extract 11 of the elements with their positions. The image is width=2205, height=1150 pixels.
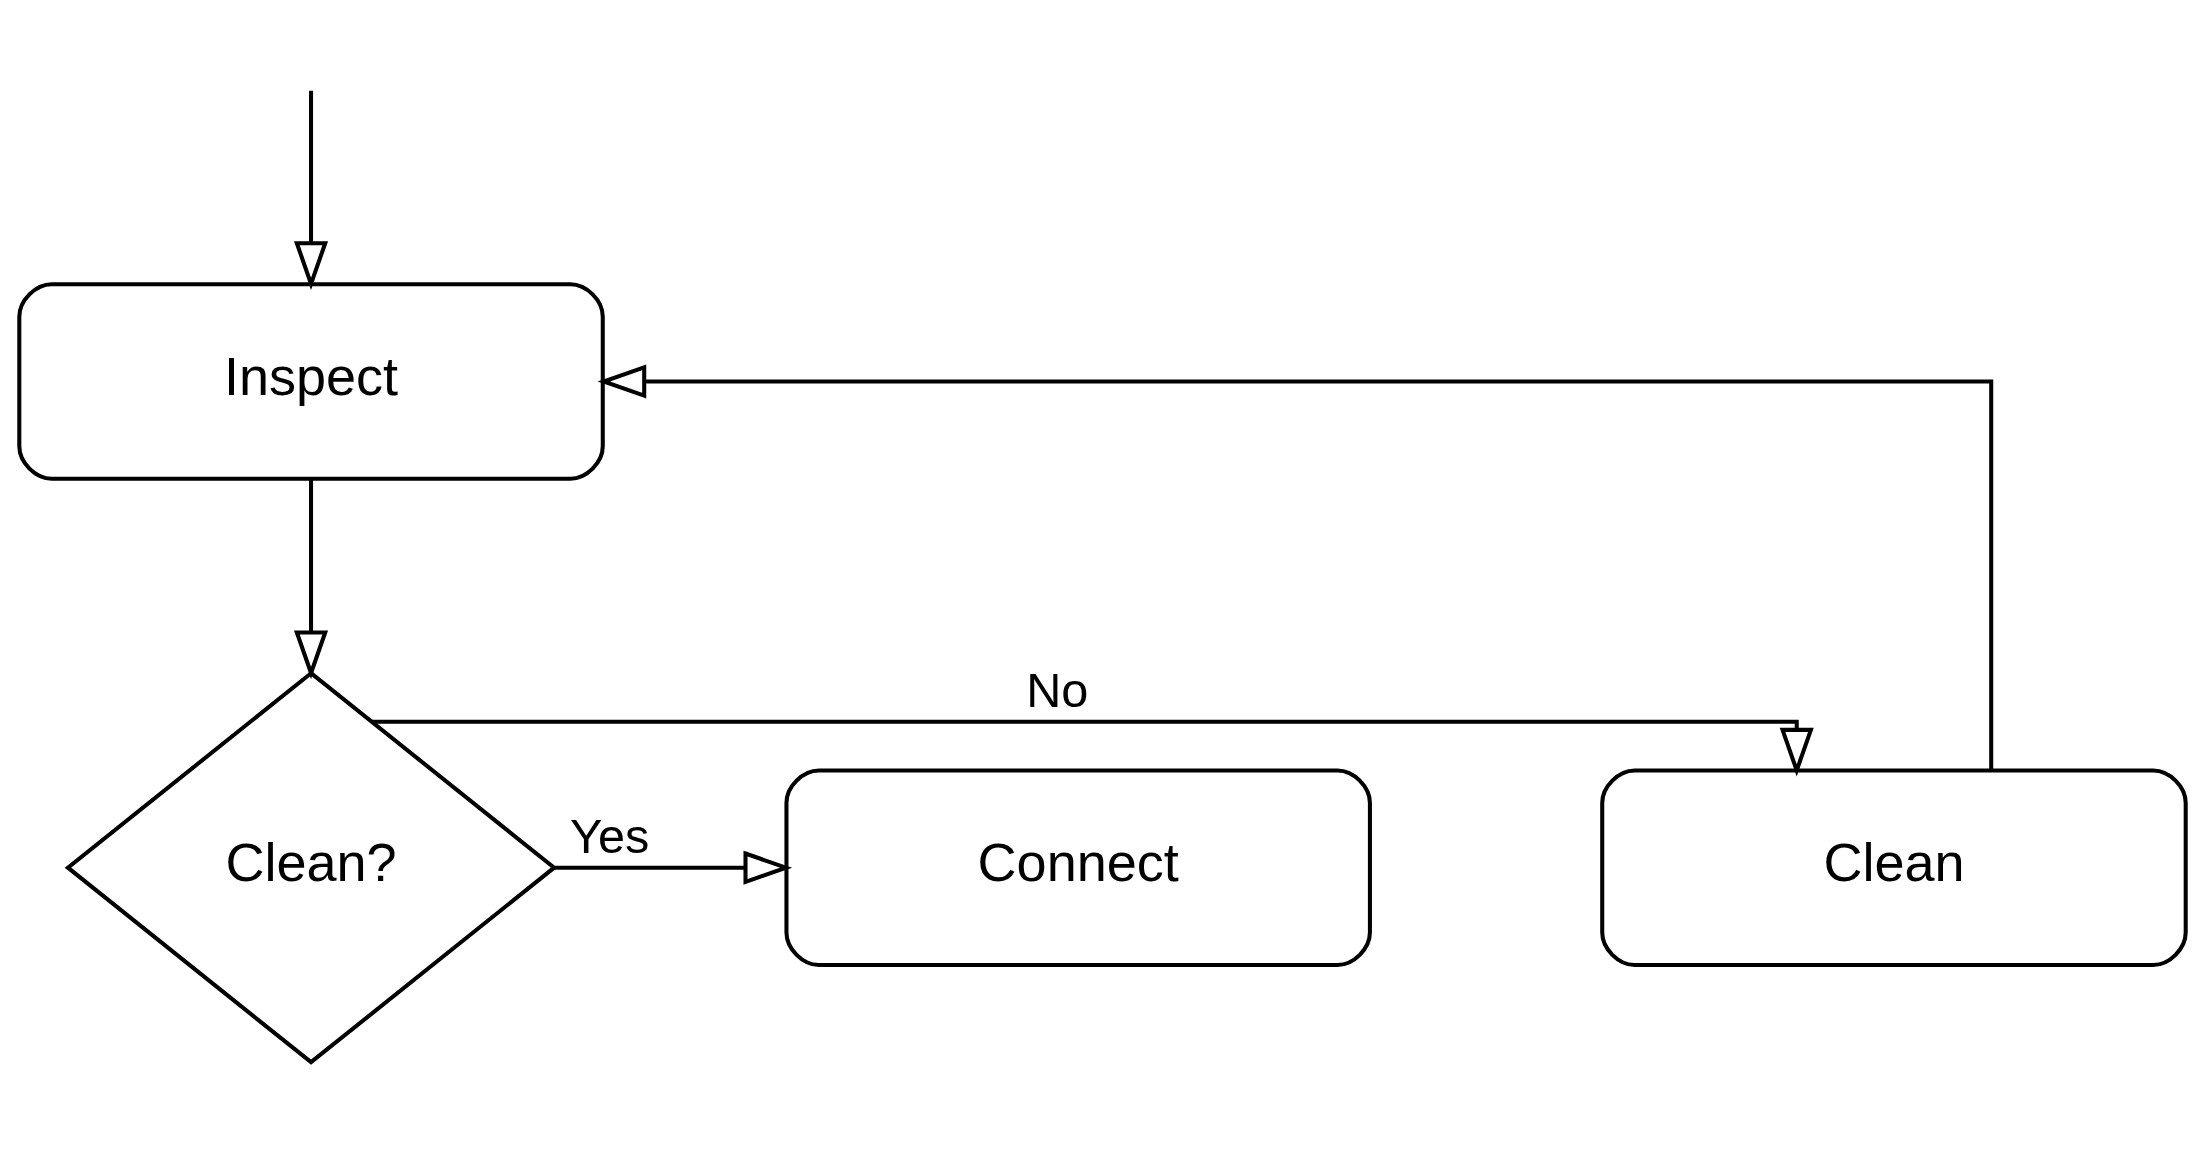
edge-label: Yes [570, 808, 650, 863]
edge-label: No [1026, 662, 1089, 717]
arrow [294, 479, 329, 680]
node-diamond: Clean? [64, 670, 558, 1065]
arrow [294, 90, 329, 290]
node-box: Clean [1600, 768, 2188, 967]
node-box: Connect [784, 768, 1372, 967]
node-box: Inspect [17, 282, 605, 481]
arrow [372, 719, 1814, 777]
arrow [597, 364, 1994, 770]
arrow [554, 850, 793, 885]
